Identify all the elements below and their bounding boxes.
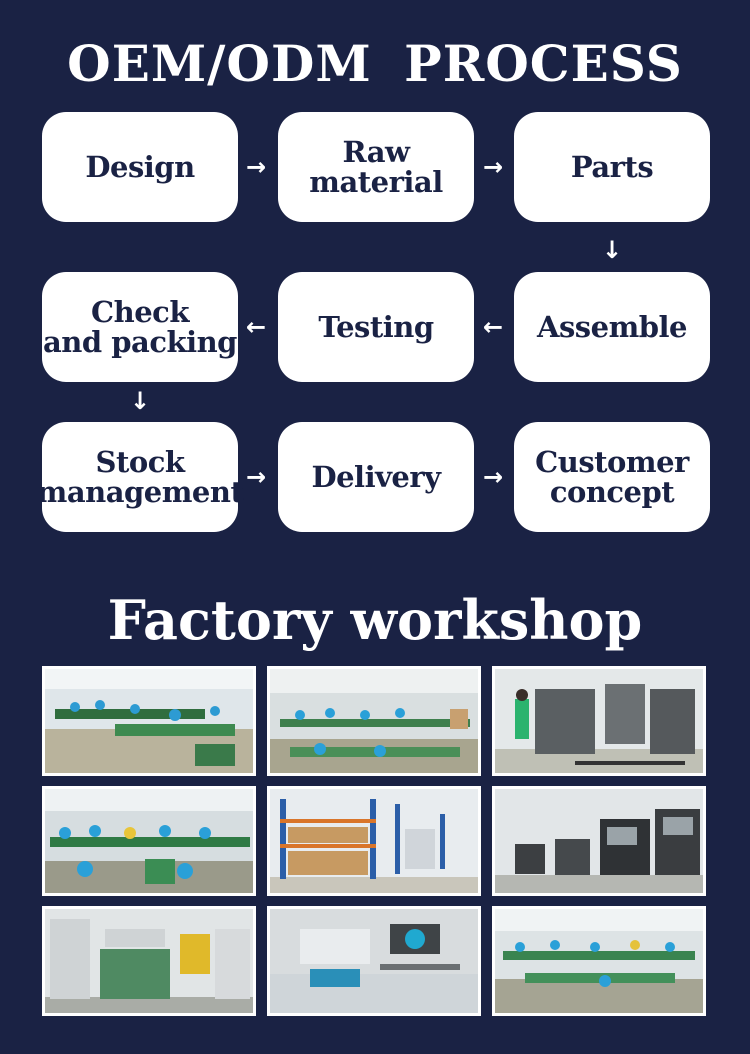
step-delivery: Delivery xyxy=(278,422,474,532)
arrow-down-icon: ↓ xyxy=(129,387,151,415)
machinery-photo xyxy=(42,906,256,1016)
assembly-hall-photo xyxy=(267,666,481,776)
page-title: OEM/ODM PROCESS xyxy=(67,34,683,93)
arrow-right-icon: → xyxy=(245,463,267,491)
step-design: Design xyxy=(42,112,238,222)
arrow-left-icon: ← xyxy=(245,313,267,341)
section-title: Factory workshop xyxy=(107,588,643,652)
arrow-left-icon: ← xyxy=(482,313,504,341)
step-assemble: Assemble xyxy=(514,272,710,382)
step-testing: Testing xyxy=(278,272,474,382)
arrow-right-icon: → xyxy=(245,153,267,181)
arrow-down-icon: ↓ xyxy=(601,236,623,264)
arrow-right-icon: → xyxy=(482,153,504,181)
step-stock-management: Stock management xyxy=(37,422,244,532)
workers-at-benches-photo xyxy=(42,786,256,896)
injection-machines-photo xyxy=(492,786,706,896)
warehouse-shelves-photo xyxy=(267,786,481,896)
arrow-right-icon: → xyxy=(482,463,504,491)
step-parts: Parts xyxy=(514,112,710,222)
step-check-and-packing: Check and packing xyxy=(42,272,238,382)
workstation-rows-photo xyxy=(492,906,706,1016)
assembly-line-photo xyxy=(42,666,256,776)
machine-operator-photo xyxy=(492,666,706,776)
machine-closeup-photo xyxy=(267,906,481,1016)
step-raw-material: Raw material xyxy=(278,112,474,222)
step-customer-concept: Customer concept xyxy=(514,422,710,532)
